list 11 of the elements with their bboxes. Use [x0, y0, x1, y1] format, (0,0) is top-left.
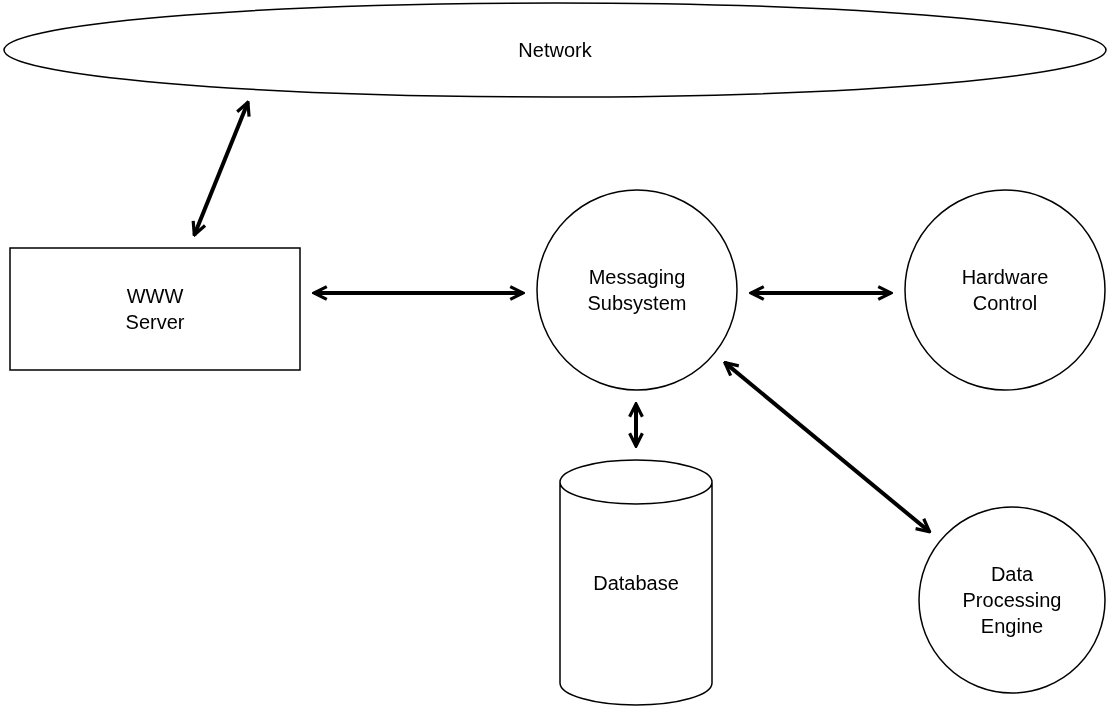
double-arrow	[723, 361, 932, 534]
node-label: Hardware Control	[960, 265, 1050, 316]
node-label: Messaging Subsystem	[586, 265, 688, 316]
double-arrow	[749, 285, 893, 301]
node-label: WWW Server	[124, 284, 186, 335]
node-label: Data Processing Engine	[961, 562, 1063, 639]
double-arrow	[628, 402, 644, 448]
node-label: Network	[518, 38, 592, 63]
node-label: Database	[593, 570, 679, 596]
double-arrow	[191, 100, 251, 237]
double-arrow	[312, 285, 525, 301]
